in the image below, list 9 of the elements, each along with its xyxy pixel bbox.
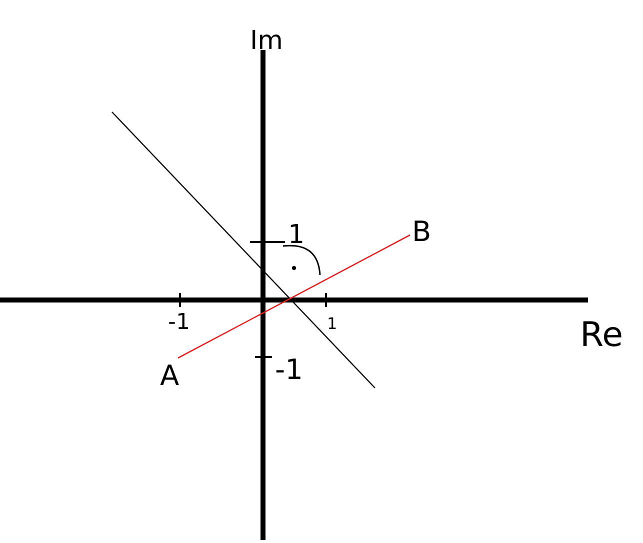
line-segment [178,234,410,359]
point-label: A [160,359,180,392]
axis-label: Re [580,318,624,352]
tick-label: 1 [288,222,305,248]
tick-label: 1 [327,316,338,332]
axis-label: Im [250,28,283,54]
tick-label: -1 [168,312,190,334]
point-label: B [412,215,432,248]
tick-label: -1 [275,356,303,384]
